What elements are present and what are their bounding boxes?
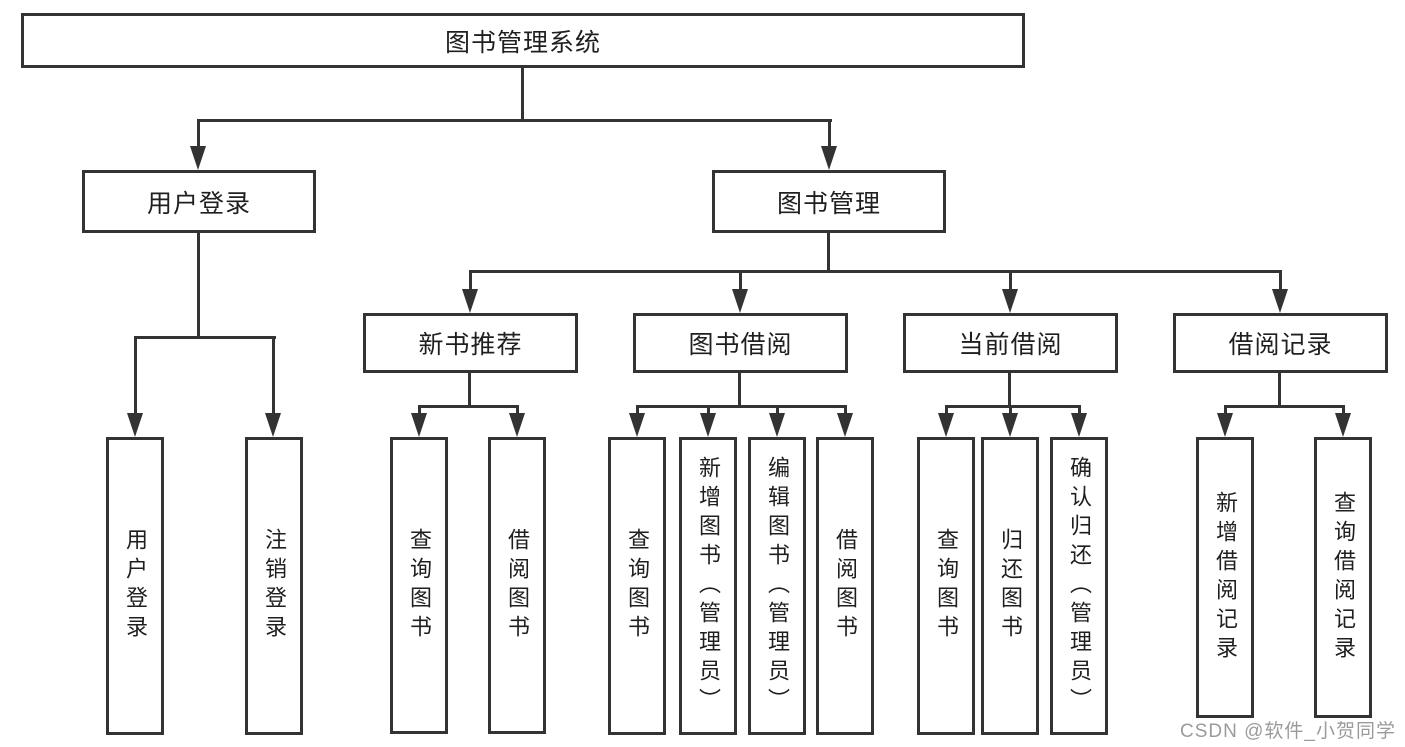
connector-current-borrow-branch-line <box>945 405 1081 408</box>
connector-leaf-stub-line <box>636 405 639 417</box>
connector-level2-branch-line <box>197 119 832 122</box>
connector-new-book-stub-line <box>469 270 472 295</box>
connector-book-management-stub-line <box>828 119 831 152</box>
arrowhead-icon <box>411 413 427 437</box>
connector-leaf-stub-line <box>1009 405 1012 417</box>
arrowhead-icon <box>462 289 478 313</box>
arrowhead-icon <box>1071 413 1087 437</box>
leaf-user-login-label: 用户登录 <box>123 528 148 644</box>
connector-user-login-branch-line <box>134 336 276 339</box>
connector-borrow-record-branch-line <box>1224 405 1345 408</box>
arrowhead-icon <box>1002 413 1018 437</box>
connector-current-borrow-stub-line <box>1009 270 1012 295</box>
node-borrow-record: 借阅记录 <box>1173 313 1388 373</box>
arrowhead-icon <box>732 289 748 313</box>
connector-leaf-stub-line <box>516 405 519 417</box>
arrowhead-icon <box>190 146 206 170</box>
node-book-borrow: 图书借阅 <box>633 313 848 373</box>
connector-logout-leaf-stub-line <box>272 336 275 418</box>
arrowhead-icon <box>938 413 954 437</box>
watermark: CSDN @软件_小贺同学 <box>1180 721 1396 742</box>
leaf-logout-label: 注销登录 <box>262 528 287 644</box>
leaf-add-books-admin: 新增图书（管理员） <box>679 437 737 735</box>
node-new-book-recommend: 新书推荐 <box>363 313 578 373</box>
connector-leaf-stub-line <box>1342 405 1345 417</box>
leaf-return-books: 归还图书 <box>981 437 1039 735</box>
connector-leaf-stub-line <box>1224 405 1227 417</box>
connector-book-borrow-stub-line <box>739 270 742 295</box>
node-new-book-recommend-label: 新书推荐 <box>418 331 523 359</box>
arrowhead-icon <box>1335 413 1351 437</box>
arrowhead-icon <box>837 413 853 437</box>
leaf-query-borrow-record: 查询借阅记录 <box>1314 437 1372 718</box>
leaf-add-borrow-record-label: 新增借阅记录 <box>1213 490 1238 665</box>
leaf-query-books-current: 查询图书 <box>917 437 975 735</box>
arrowhead-icon <box>769 413 785 437</box>
connector-leaf-stub-line <box>776 405 779 417</box>
leaf-query-books-recommend: 查询图书 <box>390 437 448 734</box>
leaf-query-borrow-record-label: 查询借阅记录 <box>1331 490 1356 665</box>
connector-book-management-drop-line <box>827 233 830 272</box>
arrowhead-icon <box>127 413 143 437</box>
arrowhead-icon <box>1002 289 1018 313</box>
leaf-borrow-books: 借阅图书 <box>816 437 874 735</box>
node-root-label: 图书管理系统 <box>444 28 601 57</box>
connector-user-login-drop-line <box>197 233 200 338</box>
arrowhead-icon <box>700 413 716 437</box>
arrowhead-icon <box>265 413 281 437</box>
connector-leaf-stub-line <box>844 405 847 417</box>
leaf-edit-books-admin-label: 编辑图书（管理员） <box>765 455 790 717</box>
leaf-user-login: 用户登录 <box>106 437 164 735</box>
connector-leaf-stub-line <box>707 405 710 417</box>
leaf-logout: 注销登录 <box>245 437 303 735</box>
connector-new-book-branch-line <box>418 405 519 408</box>
connector-leaf-stub-line <box>945 405 948 417</box>
node-book-borrow-label: 图书借阅 <box>688 331 793 359</box>
node-current-borrow: 当前借阅 <box>903 313 1118 373</box>
connector-root-drop-line <box>521 68 524 121</box>
arrowhead-icon <box>1217 413 1233 437</box>
node-root: 图书管理系统 <box>21 13 1025 68</box>
node-user-login-label: 用户登录 <box>146 189 251 218</box>
leaf-add-borrow-record: 新增借阅记录 <box>1196 437 1254 718</box>
node-current-borrow-label: 当前借阅 <box>958 331 1063 359</box>
connector-book-borrow-drop-line <box>738 373 741 408</box>
arrowhead-icon <box>1272 289 1288 313</box>
arrowhead-icon <box>629 413 645 437</box>
connector-borrow-record-drop-line <box>1278 373 1281 408</box>
leaf-query-books-borrow: 查询图书 <box>608 437 666 735</box>
leaf-return-books-label: 归还图书 <box>998 528 1023 644</box>
leaf-confirm-return-admin-label: 确认归还（管理员） <box>1067 455 1092 717</box>
arrowhead-icon <box>509 413 525 437</box>
node-book-management: 图书管理 <box>712 170 946 233</box>
arrowhead-icon <box>821 146 837 170</box>
connector-leaf-stub-line <box>1078 405 1081 417</box>
leaf-query-books-borrow-label: 查询图书 <box>625 528 650 644</box>
node-borrow-record-label: 借阅记录 <box>1228 331 1333 359</box>
node-book-management-label: 图书管理 <box>776 189 881 218</box>
leaf-borrow-books-recommend: 借阅图书 <box>488 437 546 734</box>
leaf-confirm-return-admin: 确认归还（管理员） <box>1050 437 1108 735</box>
connector-new-book-drop-line <box>468 373 471 408</box>
leaf-borrow-books-recommend-label: 借阅图书 <box>505 527 530 644</box>
connector-borrow-record-stub-line <box>1279 270 1282 295</box>
node-user-login: 用户登录 <box>82 170 316 233</box>
connector-current-borrow-drop-line <box>1008 373 1011 408</box>
leaf-borrow-books-label: 借阅图书 <box>833 528 858 644</box>
connector-level3-branch-line <box>469 270 1282 273</box>
leaf-query-books-current-label: 查询图书 <box>934 528 959 644</box>
leaf-add-books-admin-label: 新增图书（管理员） <box>696 455 721 717</box>
leaf-edit-books-admin: 编辑图书（管理员） <box>748 437 806 735</box>
leaf-query-books-recommend-label: 查询图书 <box>407 527 432 644</box>
connector-book-borrow-branch-line <box>636 405 847 408</box>
connector-leaf-stub-line <box>418 405 421 417</box>
connector-login-leaf-stub-line <box>134 336 137 418</box>
connector-user-login-stub-line <box>197 119 200 152</box>
